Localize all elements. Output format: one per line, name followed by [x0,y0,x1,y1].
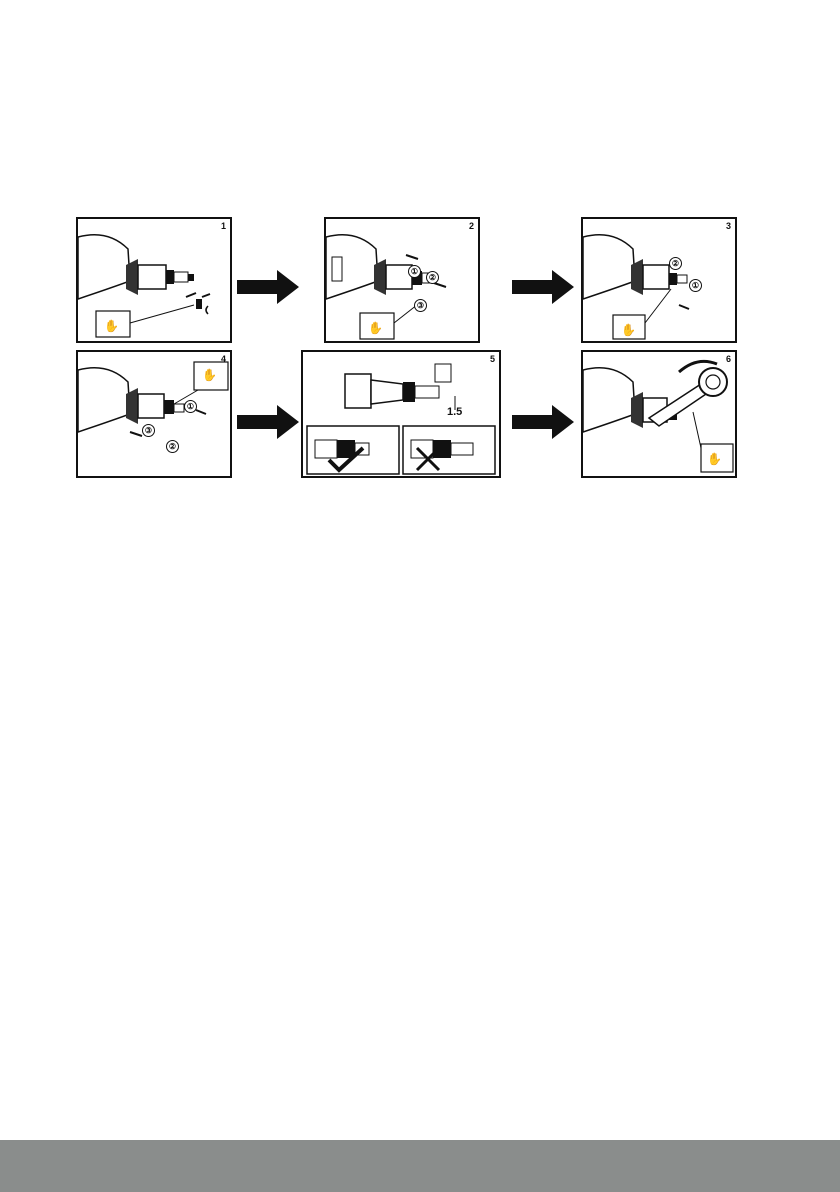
arrow-right-icon [512,270,574,304]
step-4-panel: 4 ① ③ ② ✋ [76,350,232,478]
step-3-panel: 3 ② ① ✋ [581,217,737,343]
step-number: 6 [726,354,731,364]
step-number: 3 [726,221,731,231]
step-6-panel: 6 ✋ [581,350,737,478]
hand-icon: ✋ [707,452,722,466]
hand-icon: ✋ [621,323,636,337]
arrow-right-icon [512,405,574,439]
footer-bar [0,1140,840,1192]
step-5-illustration [303,352,499,476]
callout-badge: ③ [142,424,155,437]
step-5-panel: 5 1.5 [301,350,501,478]
step-2-panel: 2 ① ② ③ ✋ [324,217,480,343]
callout-badge: ① [184,400,197,413]
callout-badge: ① [408,265,421,278]
callout-badge: ② [166,440,179,453]
step-number: 1 [221,221,226,231]
step-number: 2 [469,221,474,231]
arrow-right-icon [237,405,299,439]
step-number: 4 [221,354,226,364]
step-number: 5 [490,354,495,364]
callout-badge: ③ [414,299,427,312]
hand-icon: ✋ [202,368,217,382]
hand-icon: ✋ [104,319,119,333]
arrow-right-icon [237,270,299,304]
callout-badge: ② [669,257,682,270]
measurement-label: 1.5 [447,406,462,418]
hand-icon: ✋ [368,321,383,335]
callout-badge: ① [689,279,702,292]
step-3-illustration [583,219,735,341]
step-2-illustration [326,219,478,341]
step-1-panel: 1 ✋ [76,217,232,343]
callout-badge: ② [426,271,439,284]
step-1-illustration [78,219,230,341]
